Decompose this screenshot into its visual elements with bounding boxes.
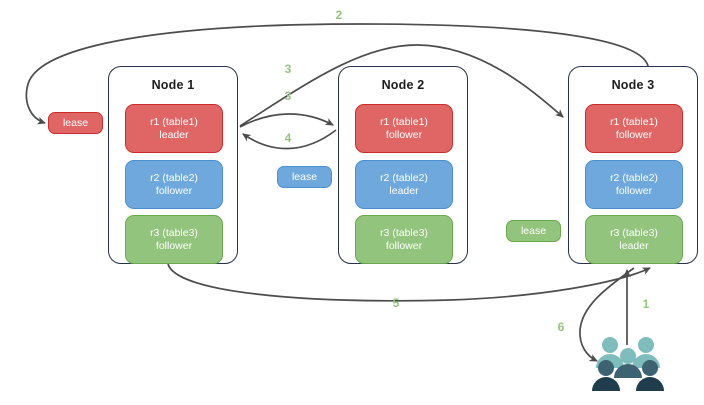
replica-name: r1 (table1) <box>150 115 198 128</box>
node-title: Node 1 <box>151 78 195 92</box>
node-title: Node 3 <box>611 78 655 92</box>
lease-token-red[interactable]: lease <box>48 112 103 134</box>
users-icon <box>592 337 664 391</box>
replica-name: r1 (table1) <box>380 115 428 128</box>
replica-role: leader <box>619 239 649 252</box>
node-box-node3[interactable]: Node 3 r1 (table1) follower r2 (table2) … <box>568 66 698 264</box>
lease-token-blue[interactable]: lease <box>277 166 332 188</box>
replica-node1-r2[interactable]: r2 (table2) follower <box>125 160 223 209</box>
node-title: Node 2 <box>381 78 425 92</box>
replica-name: r1 (table1) <box>610 115 658 128</box>
edge-label-1: 1 <box>642 297 650 311</box>
edge-label-4: 4 <box>284 131 292 145</box>
replica-role: follower <box>615 184 653 197</box>
edge-label-5: 5 <box>392 296 400 310</box>
edge-3-lower <box>239 113 334 128</box>
edge-label-3-lower: 3 <box>284 89 292 103</box>
replica-role: follower <box>385 128 423 141</box>
replica-name: r3 (table3) <box>380 226 428 239</box>
replica-node2-r3[interactable]: r3 (table3) follower <box>355 215 453 264</box>
replica-node2-r1[interactable]: r1 (table1) follower <box>355 104 453 153</box>
replica-node3-r3[interactable]: r3 (table3) leader <box>585 215 683 264</box>
replica-role: follower <box>155 184 193 197</box>
replica-node3-r2[interactable]: r2 (table2) follower <box>585 160 683 209</box>
edge-label-2: 2 <box>335 8 343 22</box>
edge-label-3-upper: 3 <box>284 62 292 76</box>
replica-node1-r3[interactable]: r3 (table3) follower <box>125 215 223 264</box>
replica-name: r2 (table2) <box>380 171 428 184</box>
lease-token-green[interactable]: lease <box>506 220 561 242</box>
replica-role: follower <box>615 128 653 141</box>
replica-role: follower <box>385 239 423 252</box>
replica-node1-r1[interactable]: r1 (table1) leader <box>125 104 223 153</box>
edge-label-6: 6 <box>557 320 565 334</box>
replica-role: follower <box>155 239 193 252</box>
replica-role: leader <box>159 128 189 141</box>
edge-5 <box>167 263 651 302</box>
replica-name: r2 (table2) <box>610 171 658 184</box>
replica-name: r2 (table2) <box>150 171 198 184</box>
replica-name: r3 (table3) <box>150 226 198 239</box>
node-box-node2[interactable]: Node 2 r1 (table1) follower r2 (table2) … <box>338 66 468 264</box>
replica-node3-r1[interactable]: r1 (table1) follower <box>585 104 683 153</box>
replica-name: r3 (table3) <box>610 226 658 239</box>
replica-role: leader <box>389 184 419 197</box>
node-box-node1[interactable]: Node 1 r1 (table1) leader r2 (table2) fo… <box>108 66 238 264</box>
replica-node2-r2[interactable]: r2 (table2) leader <box>355 160 453 209</box>
